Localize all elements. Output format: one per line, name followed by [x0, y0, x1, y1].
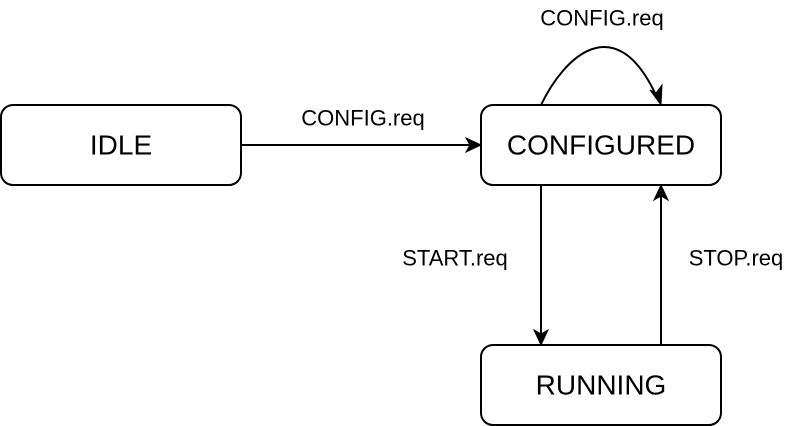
arrowhead-configured-self: [649, 83, 663, 107]
state-idle-label: IDLE: [90, 130, 152, 161]
edge-configured-self: [540, 45, 656, 106]
transition-idle-to-configured: CONFIG.req: [241, 106, 483, 154]
state-running: RUNNING: [480, 344, 722, 426]
label-configured-to-running: START.req: [402, 246, 508, 271]
label-idle-to-configured: CONFIG.req: [301, 106, 424, 131]
arrowhead-running-to-configured: [652, 183, 670, 202]
state-configured-label: CONFIGURED: [507, 130, 695, 161]
label-running-to-configured: STOP.req: [689, 246, 784, 271]
arrowhead-configured-to-running: [532, 328, 550, 347]
transition-configured-self: CONFIG.req: [540, 6, 664, 107]
transition-configured-to-running: START.req: [402, 185, 550, 347]
transition-running-to-configured: STOP.req: [652, 183, 784, 345]
state-configured: CONFIGURED: [480, 104, 722, 186]
label-configured-self: CONFIG.req: [540, 6, 663, 31]
arrowhead-idle-to-configured: [464, 136, 483, 154]
state-idle: IDLE: [0, 104, 242, 186]
state-running-label: RUNNING: [536, 370, 667, 401]
